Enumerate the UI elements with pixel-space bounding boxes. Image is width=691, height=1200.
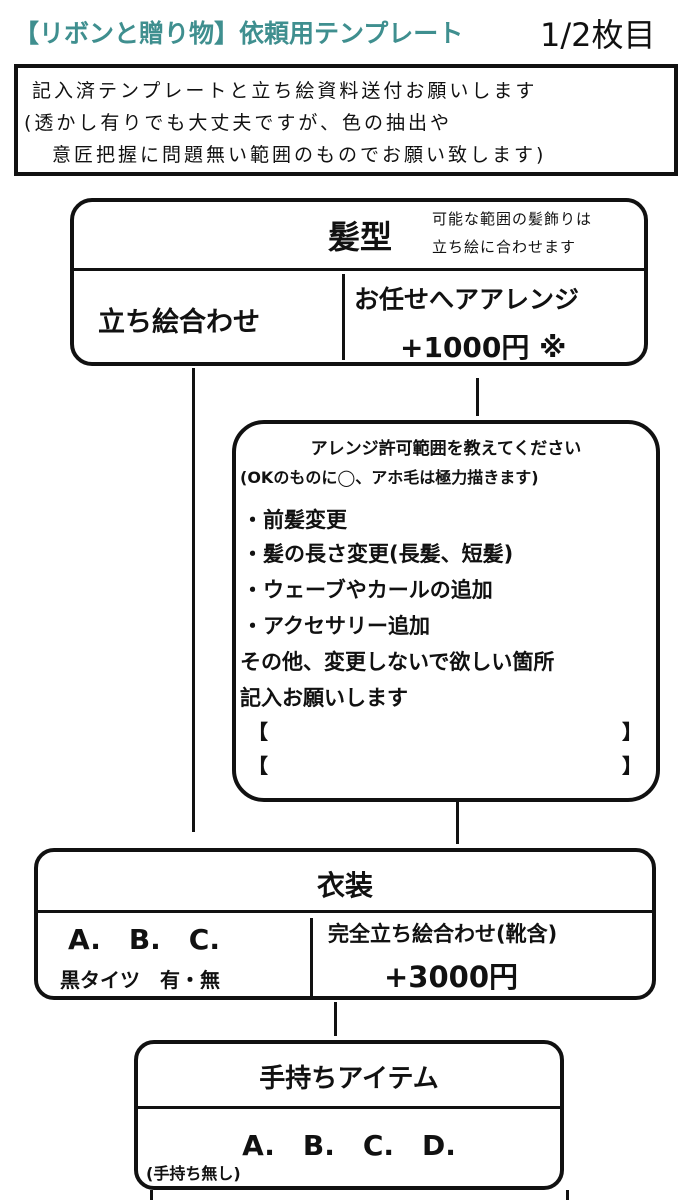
costume-options: A. B. C. xyxy=(68,923,220,956)
hair-arrange-price: +1000円 ※ xyxy=(400,331,567,364)
costume-price: +3000円 xyxy=(384,960,519,994)
notice-box: 記入済テンプレートと立ち絵資料送付お願いします (透かし有りでも大丈夫ですが、色… xyxy=(14,64,678,176)
notice-line-3: 意匠把握に問題無い範囲のものでお願い致します) xyxy=(52,144,547,166)
bracket-close-2: 】 xyxy=(622,754,642,778)
bracket-close-1: 】 xyxy=(622,720,642,744)
hand-items-title: 手持ちアイテム xyxy=(259,1064,439,1094)
costume-divider-vertical xyxy=(310,918,313,996)
arrange-heading-2: (OKのものに◯、アホ毛は極力描きます) xyxy=(240,468,539,487)
arrange-item-bangs: ・前髪変更 xyxy=(242,508,347,532)
hair-box: 髪型 可能な範囲の髪飾りは 立ち絵に合わせます 立ち絵合わせ お任せへアアレンジ… xyxy=(70,198,648,366)
connector-left-vertical xyxy=(192,368,195,832)
hair-title: 髪型 xyxy=(328,218,393,256)
hair-divider-vertical xyxy=(342,274,345,360)
bracket-open-2: 【 xyxy=(248,754,268,778)
arrange-item-accessory: ・アクセサリー追加 xyxy=(242,614,430,638)
hair-divider-horizontal xyxy=(74,268,644,271)
costume-title: 衣装 xyxy=(316,869,373,902)
connector-bottom-left xyxy=(150,1190,153,1200)
costume-box: 衣装 A. B. C. 黒タイツ 有・無 完全立ち絵合わせ(靴含) +3000円 xyxy=(34,848,656,1000)
hand-items-divider xyxy=(138,1106,560,1109)
page-counter: 1/2枚目 xyxy=(540,16,656,54)
hair-note-line-1: 可能な範囲の髪飾りは xyxy=(432,210,593,228)
notice-line-2: (透かし有りでも大丈夫ですが、色の抽出や xyxy=(24,112,453,134)
costume-full-match: 完全立ち絵合わせ(靴含) xyxy=(328,922,558,946)
connector-to-arrange xyxy=(476,378,479,416)
connector-bottom-right xyxy=(566,1190,569,1200)
arrange-heading-1: アレンジ許可範囲を教えてください xyxy=(310,439,582,459)
hand-items-none-note: (手持ち無し) xyxy=(146,1164,241,1183)
arrange-other-line-2: 記入お願いします xyxy=(240,686,408,710)
costume-tights: 黒タイツ 有・無 xyxy=(60,968,220,992)
notice-line-1: 記入済テンプレートと立ち絵資料送付お願いします xyxy=(32,80,538,102)
connector-arrange-to-costume xyxy=(456,800,459,844)
hand-items-options: A. B. C. D. xyxy=(242,1129,456,1162)
connector-costume-to-items xyxy=(334,1002,337,1036)
hair-option-stand-match: 立ち絵合わせ xyxy=(98,307,260,338)
arrange-other-line-1: その他、変更しないで欲しい箇所 xyxy=(240,650,555,674)
costume-divider-horizontal xyxy=(38,910,652,913)
arrange-permission-box: アレンジ許可範囲を教えてください (OKのものに◯、アホ毛は極力描きます) ・前… xyxy=(232,420,660,802)
bracket-open-1: 【 xyxy=(248,720,268,744)
hair-option-arrange: お任せへアアレンジ xyxy=(354,285,580,314)
hair-note-line-2: 立ち絵に合わせます xyxy=(432,238,577,256)
hand-items-box: 手持ちアイテム A. B. C. D. (手持ち無し) xyxy=(134,1040,564,1190)
template-title: 【リボンと贈り物】依頼用テンプレート xyxy=(14,19,464,48)
arrange-item-length: ・髪の長さ変更(長髪、短髪) xyxy=(242,542,514,566)
arrange-item-wave: ・ウェーブやカールの追加 xyxy=(242,578,493,602)
